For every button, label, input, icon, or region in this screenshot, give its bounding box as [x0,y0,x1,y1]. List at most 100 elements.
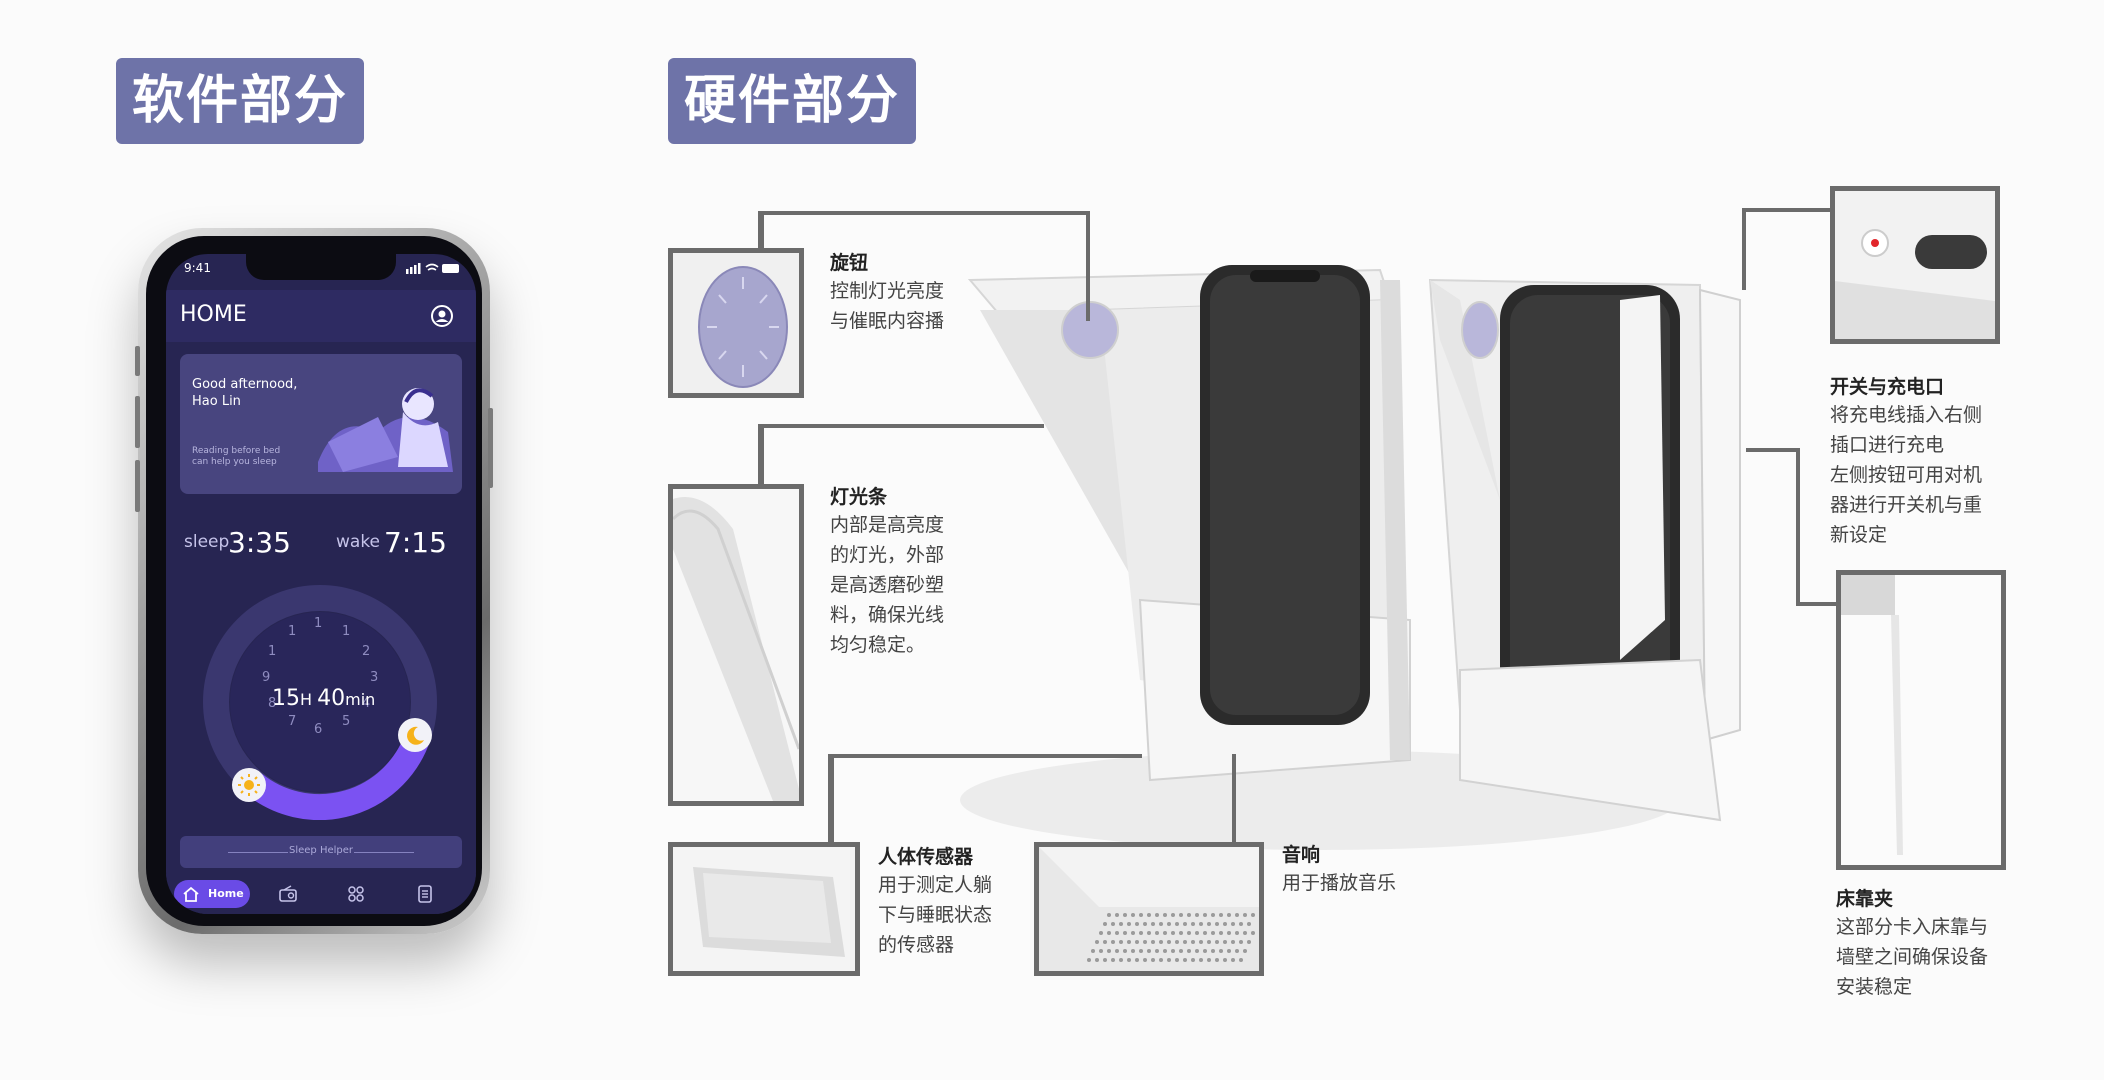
leader-line [758,424,1044,428]
speaker-hole [1135,922,1139,926]
speaker-hole [1159,940,1163,944]
radio-icon[interactable] [278,885,298,903]
sleep-dial[interactable]: 1 1 2 3 4 5 6 7 8 9 1 1 15H 40min [202,584,438,821]
speaker-hole [1175,940,1179,944]
greeting-card[interactable]: Good afternood, Hao Lin Reading before b… [180,354,462,494]
speaker-hole [1123,949,1127,953]
phone-volume-down [135,460,140,512]
greeting-tip-line2: can help you sleep [192,457,277,467]
leader-line [1742,208,1832,212]
apps-icon[interactable] [346,885,366,903]
speaker-hole [1199,940,1203,944]
speaker-title: 音响 [1282,844,1321,866]
clock-number: 1 [342,624,351,639]
speaker-hole [1139,949,1143,953]
duration-hours-unit: H [300,690,313,709]
reading-illustration [308,372,458,482]
speaker-hole [1167,922,1171,926]
notes-icon[interactable] [416,884,434,904]
speaker-hole [1163,913,1167,917]
speaker-hole [1135,958,1139,962]
speaker-hole [1183,922,1187,926]
speaker-hole [1243,913,1247,917]
sun-icon[interactable] [232,768,266,802]
speaker-hole [1143,940,1147,944]
speaker-hole [1143,922,1147,926]
speaker-hole [1091,949,1095,953]
clock-number: 3 [370,670,379,685]
leader-line [758,424,764,486]
speaker-hole [1139,931,1143,935]
status-time: 9:41 [184,261,211,275]
leader-line [1086,211,1090,321]
speaker-hole [1167,958,1171,962]
speaker-hole [1151,940,1155,944]
speaker-hole [1171,931,1175,935]
speaker-hole [1131,931,1135,935]
speaker-hole [1235,949,1239,953]
clock-number: 2 [362,644,371,659]
app-header: HOME [166,290,476,342]
clock-number: 1 [314,616,323,631]
speaker-hole [1203,949,1207,953]
hardware-section-title: 硬件部分 [668,58,917,144]
lightbar-detail-image [668,484,804,806]
sensor-description: 用于测定人躺 下与睡眠状态 的传感器 [878,874,993,956]
clock-number: 1 [268,644,277,659]
speaker-hole [1159,922,1163,926]
divider [354,852,414,853]
leader-line [828,754,1142,758]
speaker-hole [1179,913,1183,917]
tab-home-label: Home [208,887,244,900]
speaker-description: 用于播放音乐 [1282,872,1397,894]
speaker-hole [1147,913,1151,917]
speaker-hole [1231,922,1235,926]
port-detail-image [1830,186,2000,344]
speaker-hole [1119,958,1123,962]
speaker-hole [1163,949,1167,953]
clock-number: 9 [262,670,271,685]
clip-description: 这部分卡入床靠与 墙壁之间确保设备 安装稳定 [1836,916,1989,998]
phone-mockup: 9:41 HOME Good afternood, [135,228,493,934]
knob-title: 旋钮 [830,252,869,274]
speaker-hole [1203,931,1207,935]
speaker-hole [1115,913,1119,917]
speaker-hole [1163,931,1167,935]
clock-number: 5 [342,714,351,729]
software-section-title: 软件部分 [116,58,365,144]
speaker-hole [1239,958,1243,962]
speaker-hole [1235,913,1239,917]
speaker-hole [1119,940,1123,944]
speaker-hole [1135,940,1139,944]
speaker-hole [1155,931,1159,935]
speaker-hole [1203,913,1207,917]
page-title: HOME [180,302,247,327]
greeting-tip-line1: Reading before bed [192,446,281,456]
sleep-helper-button[interactable]: Sleep Helper [180,836,462,868]
tab-home[interactable]: Home [174,880,250,908]
speaker-hole [1171,949,1175,953]
speaker-hole [1127,940,1131,944]
speaker-hole [1231,940,1235,944]
speaker-hole [1095,940,1099,944]
wake-time[interactable]: 7:15 [384,526,447,559]
speaker-hole [1131,949,1135,953]
speaker-hole [1099,949,1103,953]
sleep-label: sleep [184,532,230,552]
sleep-time[interactable]: 3:35 [228,526,291,559]
speaker-hole [1107,931,1111,935]
speaker-hole [1099,931,1103,935]
profile-icon[interactable] [430,304,454,328]
speaker-hole [1199,958,1203,962]
speaker-hole [1095,958,1099,962]
speaker-hole [1239,922,1243,926]
speaker-detail-image [1034,842,1264,976]
speaker-hole [1147,949,1151,953]
lightbar-description: 内部是高亮度 的灯光，外部 是高透磨砂塑 料，确保光线 均匀稳定。 [830,514,945,656]
tab-bar: Home [166,874,476,914]
moon-icon[interactable] [398,718,432,752]
speaker-hole [1107,913,1111,917]
speaker-hole [1107,949,1111,953]
speaker-hole [1127,958,1131,962]
speaker-hole [1131,913,1135,917]
